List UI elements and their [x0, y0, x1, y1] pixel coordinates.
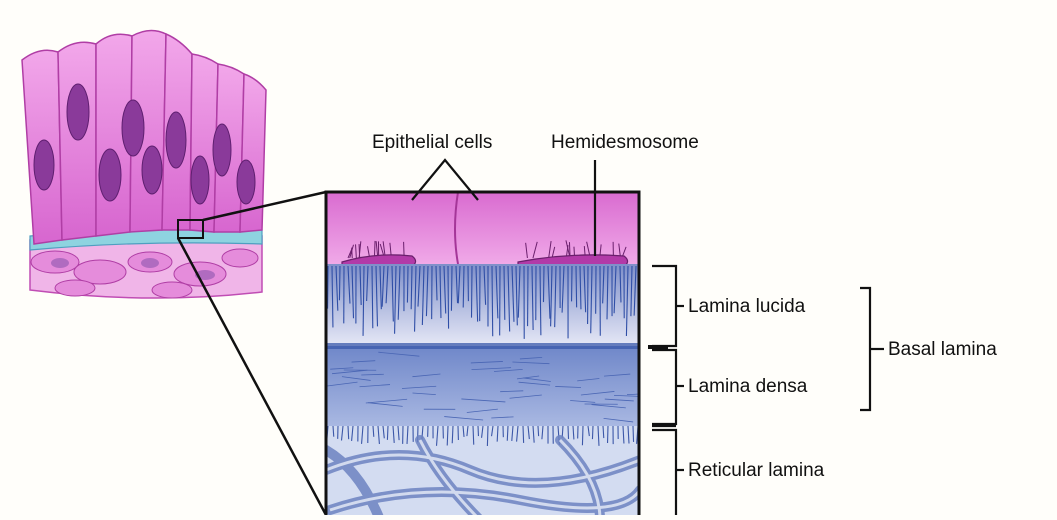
anchoring-fibril — [452, 426, 453, 443]
anchoring-filament — [492, 266, 493, 336]
bracket-lamina-densa — [652, 350, 676, 424]
anchoring-filament — [407, 266, 408, 303]
anchoring-fibril — [538, 426, 539, 436]
label-lamina-densa: Lamina densa — [688, 377, 807, 396]
anchoring-fibril — [333, 426, 334, 437]
bracket-basal-lamina — [860, 288, 870, 410]
anchoring-filament — [463, 266, 464, 307]
anchoring-fibril — [603, 426, 604, 438]
label-hemidesmosome: Hemidesmosome — [551, 133, 699, 152]
tissue-illustration — [22, 30, 266, 298]
anchoring-fibril — [507, 426, 508, 441]
bracket-lamina-lucida — [652, 266, 676, 346]
label-epithelial-cells: Epithelial cells — [372, 133, 492, 152]
anchoring-fibril — [633, 426, 634, 442]
label-lamina-lucida: Lamina lucida — [688, 297, 805, 316]
anchoring-filament — [451, 266, 452, 311]
label-basal-lamina: Basal lamina — [888, 340, 997, 359]
anchoring-filament — [576, 266, 577, 307]
anchoring-filament — [543, 266, 544, 302]
anchoring-fibril — [473, 426, 474, 445]
anchoring-filament — [339, 266, 340, 300]
zoom-epithelial-cells — [326, 192, 639, 264]
anchoring-fibril — [348, 426, 349, 439]
magnified-panel — [326, 192, 655, 515]
anchoring-fibril — [387, 426, 388, 440]
anchoring-fibril — [523, 426, 524, 443]
label-reticular-lamina: Reticular lamina — [688, 461, 824, 480]
anchoring-fibril — [592, 426, 593, 439]
cell-fibril — [352, 248, 353, 258]
anchoring-fibril — [582, 426, 583, 445]
bracket-reticular-lamina — [652, 430, 676, 515]
anchoring-fibril — [487, 426, 488, 446]
anchoring-fibril — [568, 426, 569, 439]
anchoring-fibril — [447, 426, 448, 445]
anchoring-filament — [448, 266, 449, 329]
